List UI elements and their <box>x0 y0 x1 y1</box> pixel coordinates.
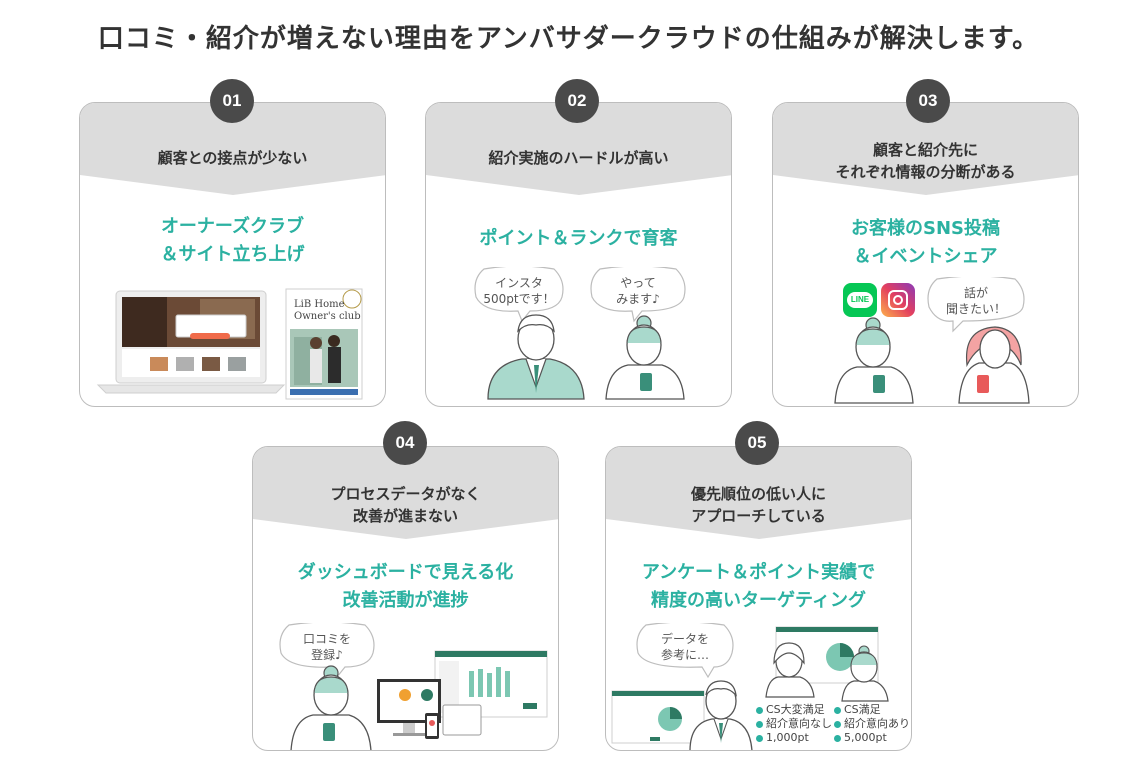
instagram-app-icon <box>881 283 915 317</box>
speech-bubble-right: 話が聞きたい！ <box>923 277 1029 333</box>
card-header: 紹介実施のハードルが高い <box>426 103 731 203</box>
card-03: 顧客と紹介先にそれぞれ情報の分断がある お客様のSNS投稿＆イベントシェア LI… <box>772 102 1079 407</box>
problem-text: 顧客と紹介先にそれぞれ情報の分断がある <box>835 141 1016 181</box>
card-05: 優先順位の低い人にアプローチしている アンケート＆ポイント実績で精度の高いターゲ… <box>605 446 912 751</box>
targeting-illustration <box>611 626 889 750</box>
people-illustration <box>487 314 685 400</box>
badge-04: 04 <box>383 421 427 465</box>
card-01: 顧客との接点が少ない オーナーズクラブ＆サイト立ち上げ LiB Home Own… <box>79 102 386 407</box>
card-04: プロセスデータがなく改善が進まない ダッシュボードで見える化改善活動が進捗 口コ… <box>252 446 559 751</box>
solution-text: ポイント＆ランクで育客 <box>479 228 678 249</box>
badge-03: 03 <box>906 79 950 123</box>
solution-text: ダッシュボードで見える化改善活動が進捗 <box>297 562 514 611</box>
badge-01: 01 <box>210 79 254 123</box>
card-header: 顧客との接点が少ない <box>80 103 385 203</box>
badge-02: 02 <box>555 79 599 123</box>
line-app-icon: LINE <box>843 283 877 317</box>
brochure-title: LiB Home Owner's club <box>294 299 361 322</box>
card-header: プロセスデータがなく改善が進まない <box>253 447 558 547</box>
solution-text: オーナーズクラブ＆サイト立ち上げ <box>160 216 305 265</box>
badge-05: 05 <box>735 421 779 465</box>
solution-text: アンケート＆ポイント実績で精度の高いターゲティング <box>641 562 876 611</box>
problem-text: 優先順位の低い人にアプローチしている <box>690 485 826 525</box>
speech-bubble-left: データを参考に… <box>632 623 738 679</box>
speech-bubble-right: やってみます♪ <box>586 267 690 323</box>
solution-text: お客様のSNS投稿＆イベントシェア <box>851 218 1000 267</box>
legend-left: CS大変満足 紹介意向なし 1,000pt <box>756 703 832 745</box>
problem-text: 顧客との接点が少ない <box>157 149 308 167</box>
laptop-website-illustration <box>96 288 363 400</box>
problem-text: 紹介実施のハードルが高い <box>488 149 669 167</box>
card-header: 優先順位の低い人にアプローチしている <box>606 447 911 547</box>
speech-bubble-left: 口コミを登録♪ <box>275 623 379 679</box>
page-headline: 口コミ・紹介が増えない理由をアンバサダークラウドの仕組みが解決します。 <box>97 24 1040 54</box>
card-header: 顧客と紹介先にそれぞれ情報の分断がある <box>773 103 1078 203</box>
problem-text: プロセスデータがなく改善が進まない <box>330 485 481 525</box>
people-illustration <box>834 317 1030 404</box>
dashboard-illustration <box>290 650 548 750</box>
legend-right: CS満足 紹介意向あり 5,000pt <box>834 703 910 745</box>
